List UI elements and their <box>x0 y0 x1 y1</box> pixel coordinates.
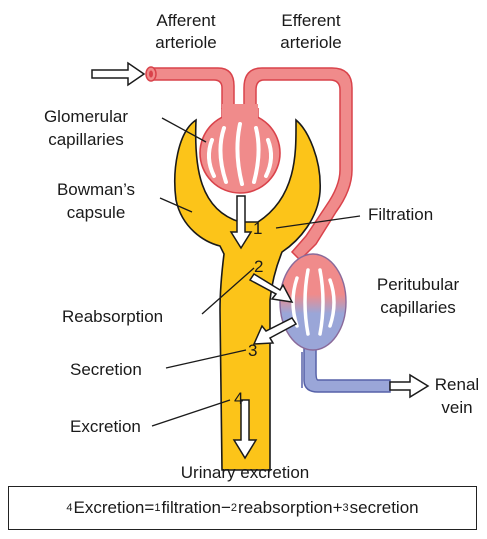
renal-label-line2: vein <box>441 398 472 417</box>
formula-excretion: Excretion <box>74 498 145 518</box>
formula-reabsorption: reabsorption <box>238 498 333 518</box>
excretion-leader <box>152 400 230 426</box>
formula-sup-secretion: 3 <box>343 502 349 514</box>
glomerular-label-line2: capillaries <box>48 130 124 149</box>
step-number-1: 1 <box>253 219 262 238</box>
glomerular-label-line1: Glomerular <box>44 107 128 126</box>
formula-filtration: filtration <box>161 498 221 518</box>
afferent-arteriole <box>146 67 234 108</box>
formula-secretion: secretion <box>350 498 419 518</box>
filtration-label: Filtration <box>368 205 433 224</box>
reabsorption-label: Reabsorption <box>62 307 163 326</box>
bowman-label-line2: capsule <box>67 203 126 222</box>
efferent-label-line1: Efferent <box>281 11 341 30</box>
renal-vein-outflow-arrow <box>390 375 428 397</box>
formula-equals: = <box>144 498 154 518</box>
afferent-inflow-arrow <box>92 63 144 85</box>
peritubular-label-line2: capillaries <box>380 298 456 317</box>
peritubular-capillaries <box>280 254 390 392</box>
formula-plus: + <box>333 498 343 518</box>
urinary-excretion-label: Urinary excretion <box>181 463 310 482</box>
afferent-label-line2: arteriole <box>155 33 216 52</box>
formula-sup-reabsorption: 2 <box>231 502 237 514</box>
formula-minus: − <box>221 498 231 518</box>
afferent-label-line1: Afferent <box>156 11 216 30</box>
step-number-4: 4 <box>234 389 243 408</box>
secretion-label: Secretion <box>70 360 142 379</box>
formula-sup-excretion: 4 <box>66 502 72 514</box>
bowman-label-line1: Bowman’s <box>57 180 135 199</box>
step-number-3: 3 <box>248 341 257 360</box>
renal-label-line1: Renal <box>435 375 479 394</box>
peritubular-label-line1: Peritubular <box>377 275 460 294</box>
excretion-label: Excretion <box>70 417 141 436</box>
formula-sup-filtration: 1 <box>154 502 160 514</box>
efferent-label-line2: arteriole <box>280 33 341 52</box>
step-number-2: 2 <box>254 257 263 276</box>
glomerulus <box>200 104 280 193</box>
